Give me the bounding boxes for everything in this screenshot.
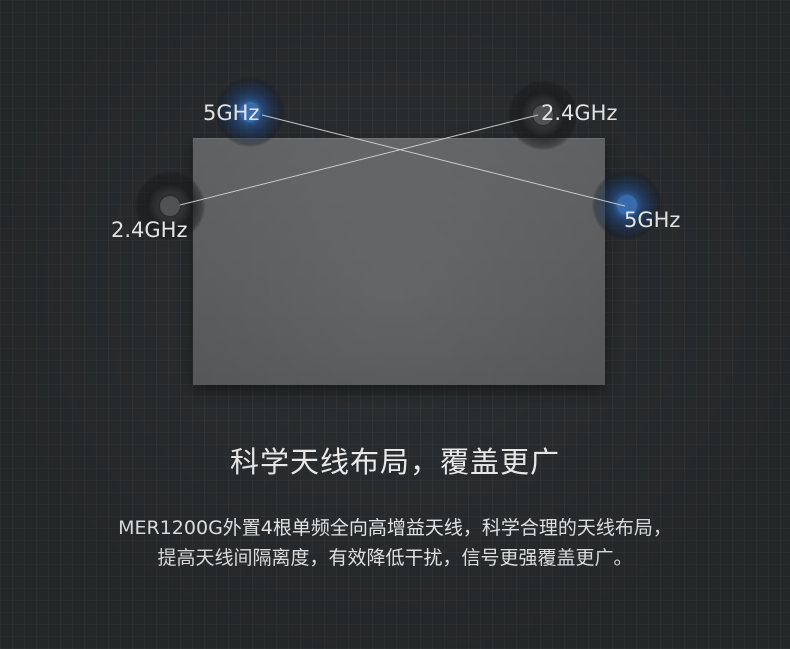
antenna-24ghz-left (135, 171, 205, 241)
description-line-1: MER1200G外置4根单频全向高增益天线，科学合理的天线布局， (118, 517, 672, 539)
antenna-connector-lines (179, 114, 626, 207)
headline: 科学天线布局，覆盖更广 (229, 445, 560, 479)
antenna-label-24ghz-top: 2.4GHz (541, 101, 618, 125)
antenna-base-icon (160, 196, 180, 216)
antenna-base-icon (240, 102, 260, 122)
antenna-base-icon (533, 105, 553, 125)
antenna-5ghz-right (592, 170, 662, 240)
antenna-5ghz-top-left (215, 77, 285, 147)
connector-line-24ghz (179, 114, 539, 206)
connector-line-5ghz (261, 114, 626, 207)
router-illustration: 5GHz 2.4GHz 2.4GHz 5GHz (111, 77, 681, 385)
antenna-24ghz-top-right (508, 80, 578, 150)
antenna-label-5ghz-top: 5GHz (203, 101, 260, 125)
antenna-base-icon (617, 195, 637, 215)
router-body (193, 138, 605, 385)
description-line-2: 提高天线间隔离度，有效降低干扰，信号更强覆盖更广。 (157, 547, 633, 569)
antenna-label-5ghz-right: 5GHz (624, 208, 681, 232)
antenna-label-24ghz-left: 2.4GHz (111, 218, 188, 242)
